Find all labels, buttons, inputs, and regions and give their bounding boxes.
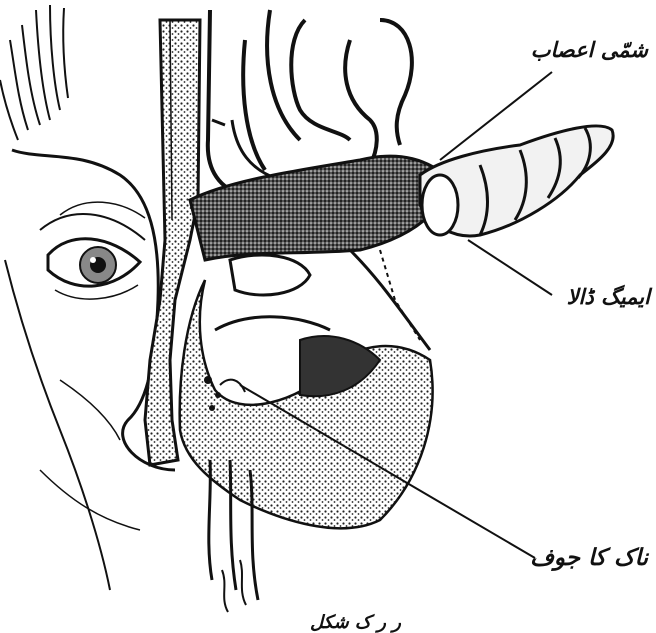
label-nasal-cavity: ناک کا جوف [530,545,648,571]
label-olfactory-nerves: شمّی اعصاب [531,38,648,62]
leader-line-olfactory-bulb [468,240,552,295]
cribriform-region [190,156,450,350]
figure-caption: ر ر ک شکل [310,612,401,633]
hair-strands [0,5,68,140]
nasal-cavity-interior [180,280,433,528]
eye [40,202,145,299]
label-olfactory-bulb: ایمیگ ڈالا [567,285,650,309]
olfactory-bulb [420,126,613,236]
